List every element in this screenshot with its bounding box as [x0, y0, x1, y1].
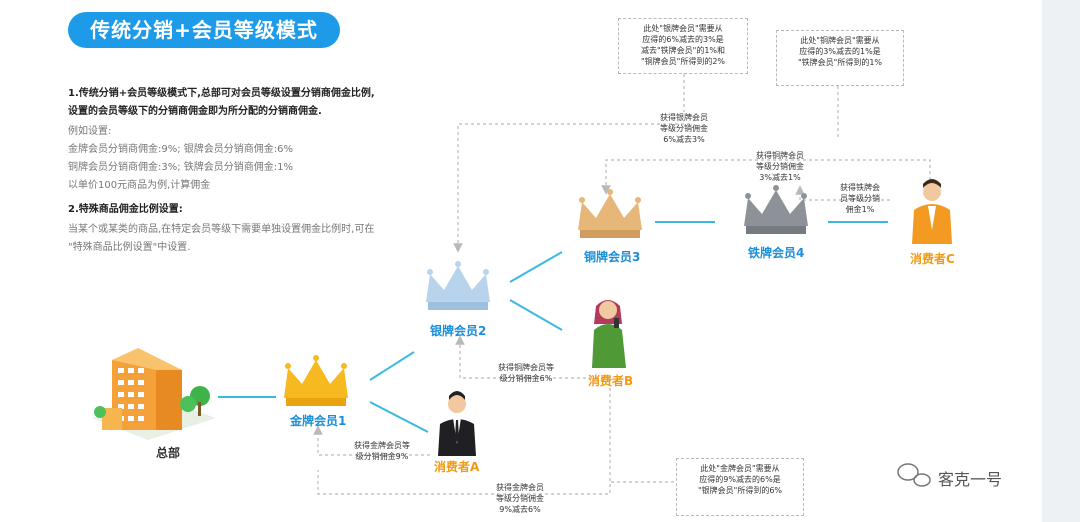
connector-gold-silver — [369, 351, 415, 381]
note-line: 员等级分销 — [840, 194, 880, 203]
desc-point2-line2: "特殊商品比例设置"中设置. — [68, 242, 191, 253]
consumer-b-label: 消费者B — [588, 374, 634, 388]
bronze-crown-icon — [578, 189, 642, 238]
diagram-title: 传统分销+会员等级模式 — [68, 12, 340, 48]
consumer-b-person-icon — [592, 300, 626, 368]
note-line: 等级分销佣金 — [756, 162, 804, 171]
desc-point1-line2: 设置的会员等级下的分销商佣金即为所分配的分销商佣金. — [68, 106, 322, 117]
box-line: 应得的9%减去的6%是 — [699, 475, 781, 484]
side-strip — [1042, 0, 1080, 522]
desc-example-line2: 铜牌会员分销商佣金:3%; 铁牌会员分销商佣金:1% — [68, 162, 294, 173]
connector-gold-consumer-a — [369, 401, 429, 433]
box-line: "铁牌会员"所得到的1% — [797, 58, 883, 67]
hq-label: 总部 — [156, 446, 181, 460]
note-line: 佣金1% — [845, 205, 875, 214]
note-silver-top: 获得银牌会员 等级分销佣金 6%减去3% — [644, 112, 724, 145]
flow-consumer-a-to-gold — [313, 425, 430, 456]
gold-member-label: 金牌会员1 — [290, 414, 347, 428]
note-line: 获得铜牌会员等 — [498, 363, 554, 372]
headquarters-building-icon — [92, 348, 216, 440]
note-gold-bottom: 获得金牌会员 等级分销佣金 9%减去6% — [480, 482, 560, 515]
box-line: 此处"银牌会员"需要从 — [643, 24, 723, 33]
desc-point1-line1: 1.传统分销+会员等级模式下,总部可对会员等级设置分销商佣金比例, — [68, 88, 375, 99]
box-line: "铜牌会员"所得到的2% — [640, 57, 726, 66]
box-line: 减去"铁牌会员"的1%和 — [640, 46, 726, 55]
explanation-box-top-left: 此处"银牌会员"需要从 应得的6%减去的3%是 减去"铁牌会员"的1%和 "铜牌… — [618, 18, 748, 74]
consumer-c-label: 消费者C — [910, 252, 955, 266]
box-line: 此处"金牌会员"需要从 — [700, 464, 780, 473]
desc-point2-line1: 当某个或某类的商品,在特定会员等级下需要单独设置佣金比例时,可在 — [68, 224, 375, 235]
consumer-a-label: 消费者A — [434, 460, 480, 474]
flow-top-to-bronze — [601, 159, 931, 195]
note-line: 级分销佣金6% — [499, 374, 553, 383]
note-line: 9%减去6% — [499, 505, 541, 514]
silver-member-label: 银牌会员2 — [430, 324, 487, 338]
desc-point2-title: 2.特殊商品佣金比例设置: — [68, 204, 183, 215]
note-bronze-top: 获得铜牌会员 等级分销佣金 3%减去1% — [740, 150, 820, 183]
flow-top-to-silver — [453, 123, 690, 253]
note-line: 等级分销佣金 — [660, 124, 708, 133]
note-iron-from-c: 获得铁牌会 员等级分销 佣金1% — [830, 182, 890, 215]
bronze-member-label: 铜牌会员3 — [584, 250, 641, 264]
silver-crown-icon — [426, 261, 490, 310]
connector-silver-bronze — [509, 251, 563, 283]
note-line: 获得铜牌会员 — [756, 151, 804, 160]
gold-crown-icon — [284, 355, 348, 406]
consumer-a-person-icon — [438, 391, 476, 456]
box-line: 应得的6%减去的3%是 — [642, 35, 724, 44]
note-line: 获得铁牌会 — [840, 183, 880, 192]
iron-crown-icon — [744, 185, 808, 234]
box-line: 应得的3%减去的1%是 — [799, 47, 881, 56]
note-line: 获得金牌会员 — [496, 483, 544, 492]
wechat-icon — [897, 463, 931, 487]
watermark-text: 客克一号 — [938, 470, 1003, 489]
desc-example-line3: 以单价100元商品为例,计算佣金 — [68, 180, 211, 191]
note-line: 获得金牌会员等 — [354, 441, 410, 450]
box-line: "银牌会员"所得到的6% — [697, 486, 783, 495]
desc-example-line1: 金牌会员分销商佣金:9%; 银牌会员分销商佣金:6% — [68, 144, 294, 155]
note-line: 级分销佣金9% — [355, 452, 409, 461]
consumer-c-person-icon — [912, 179, 952, 244]
explanation-box-bottom: 此处"金牌会员"需要从 应得的9%减去的6%是 "银牌会员"所得到的6% — [676, 458, 804, 516]
connector-silver-consumer-b — [509, 299, 563, 331]
note-silver-from-b: 获得铜牌会员等 级分销佣金6% — [484, 362, 568, 384]
flow-consumer-b-to-silver — [455, 335, 610, 379]
dashed-flows — [313, 74, 931, 495]
flow-consumer-c-to-iron — [795, 185, 890, 201]
note-line: 3%减去1% — [759, 173, 801, 182]
box-line: 此处"铜牌会员"需要从 — [800, 36, 880, 45]
note-line: 等级分销佣金 — [496, 494, 544, 503]
solid-connectors — [218, 221, 888, 433]
desc-example-title: 例如设置: — [68, 126, 112, 137]
iron-member-label: 铁牌会员4 — [748, 246, 805, 260]
explanation-box-top-right: 此处"铜牌会员"需要从 应得的3%减去的1%是 "铁牌会员"所得到的1% — [776, 30, 904, 86]
note-line: 6%减去3% — [663, 135, 705, 144]
note-gold-from-a: 获得金牌会员等 级分销佣金9% — [340, 440, 424, 462]
flow-bottom-to-gold — [317, 388, 611, 495]
note-line: 获得银牌会员 — [660, 113, 708, 122]
